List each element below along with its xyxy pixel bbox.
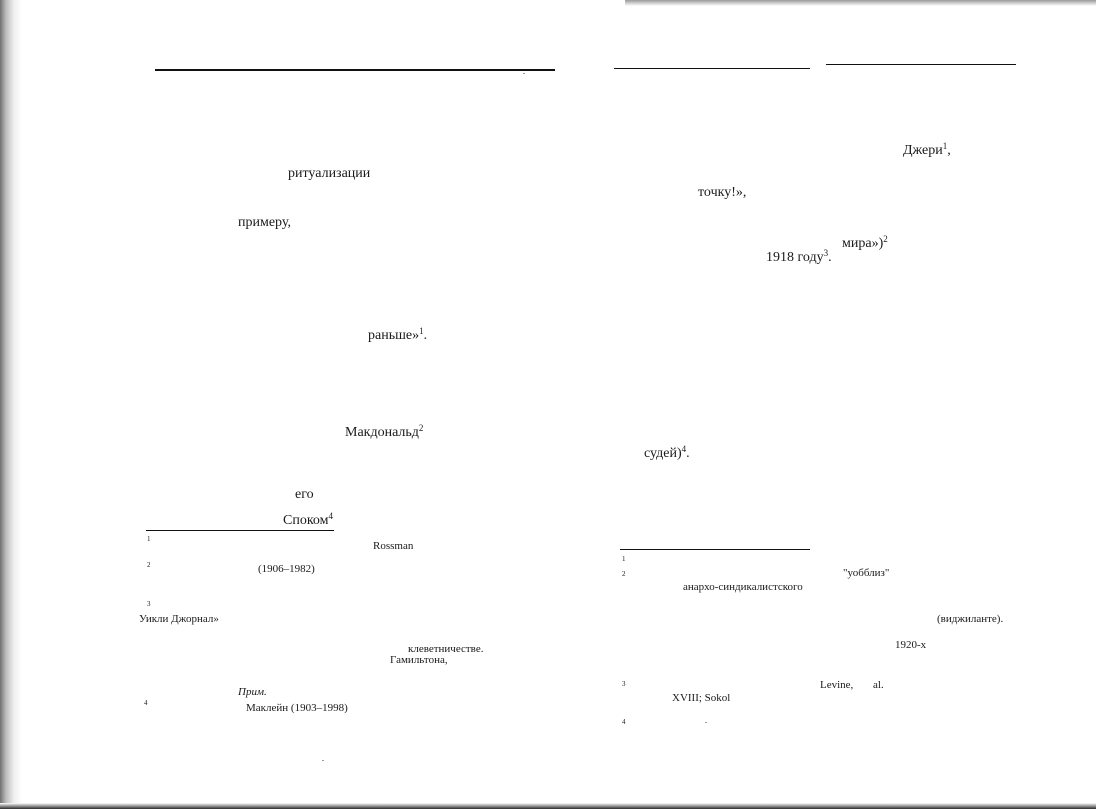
footnote-text: Маклейн (1903–1998): [246, 702, 348, 714]
footnote-ref: 4: [681, 444, 687, 454]
scan-speck: [523, 73, 525, 74]
footnote-number: 1: [622, 555, 626, 563]
left-body-line-4: Макдональд2: [345, 423, 424, 441]
left-header-rule: [155, 69, 555, 71]
footnote-text: Прим.: [238, 686, 267, 698]
footnote-text: анархо-синдикалистского: [683, 581, 803, 593]
left-body-line-1: ритуализации: [288, 166, 371, 181]
scan-edge-bottom: [0, 803, 1096, 809]
scan-speck: [705, 722, 707, 723]
right-body-line-3: мира»)2: [842, 234, 888, 252]
right-body-line-4: 1918 году3.: [766, 248, 832, 266]
right-footnote-rule: [620, 549, 810, 550]
footnote-text: Rossman: [373, 540, 414, 552]
scan-edge-top: [625, 0, 1096, 6]
footnote-ref: 3: [823, 248, 829, 258]
left-footnote-rule: [146, 530, 334, 531]
right-body-line-1: Джери1,: [903, 141, 951, 159]
footnote-text: 1920-х: [895, 639, 927, 651]
right-body-line-5: судей)4.: [644, 444, 690, 462]
footnote-text: (виджиланте).: [937, 613, 1004, 625]
footnote-text: "уобблиз": [843, 567, 890, 579]
right-header-rule-left: [614, 68, 810, 69]
footnote-ref: 1: [942, 141, 948, 151]
footnote-text: Гамильтона,: [390, 654, 448, 666]
footnote-text: Levine,: [820, 679, 854, 691]
left-body-line-3: раньше»1.: [368, 326, 428, 344]
footnote-text: al.: [873, 679, 884, 691]
footnote-text: XVIII; Sokol: [672, 692, 731, 704]
footnote-number: 1: [147, 535, 151, 543]
footnote-ref: 2: [883, 234, 888, 244]
footnote-ref: 1: [419, 326, 424, 336]
footnote-ref: 4: [328, 511, 334, 521]
right-body-line-2: точку!»,: [698, 185, 747, 200]
footnote-text: клеветничестве.: [408, 643, 484, 655]
footnote-number: 2: [622, 570, 626, 578]
left-body-line-5: его: [295, 487, 314, 502]
scan-speck: [322, 760, 324, 761]
footnote-text: Уикли Джорнал»: [139, 613, 219, 625]
left-body-line-2: примеру,: [238, 215, 291, 230]
footnote-number: 4: [622, 718, 626, 726]
footnote-number: 3: [147, 600, 151, 608]
footnote-number: 2: [147, 561, 151, 569]
right-header-rule-right: [826, 64, 1016, 65]
footnote-ref: 2: [418, 423, 424, 433]
footnote-number: 4: [144, 699, 148, 707]
footnote-number: 3: [622, 680, 626, 688]
left-body-line-6: Споком4: [283, 511, 334, 529]
footnote-text: (1906–1982): [258, 563, 315, 575]
